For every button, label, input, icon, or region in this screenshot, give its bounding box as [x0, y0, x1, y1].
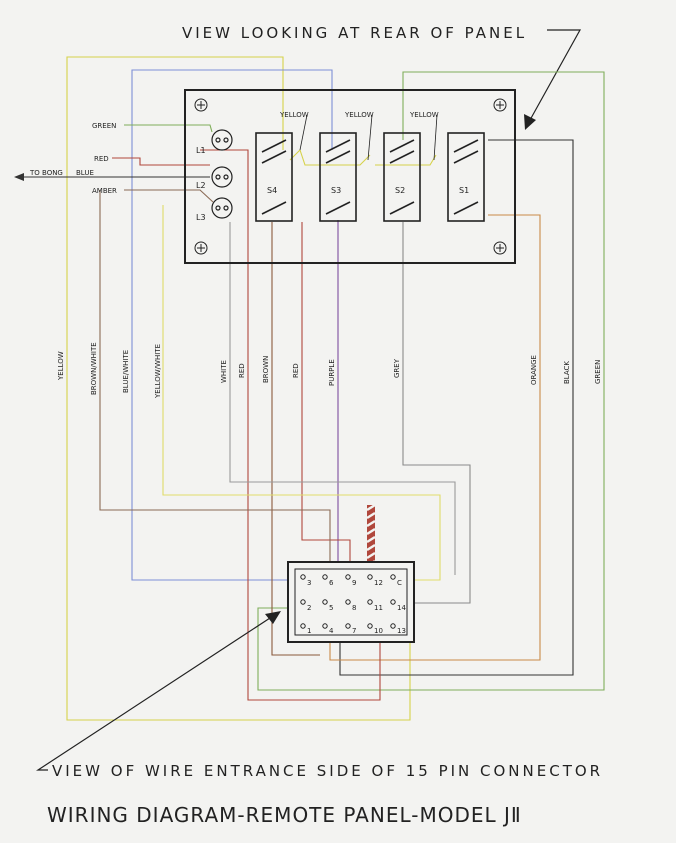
footer-leader-arrow [35, 611, 281, 771]
switch-s1 [447, 132, 485, 222]
cable-label-brown-white: BROWN/WHITE [90, 342, 98, 395]
wire-grey [392, 222, 471, 604]
pin-label-14: 14 [397, 604, 406, 612]
pin-label-7: 7 [352, 627, 356, 635]
switch-label-s2: S2 [395, 186, 405, 195]
jumper-leaders [299, 114, 438, 161]
lamp-label-l2: L2 [196, 181, 206, 190]
header-leader-arrow [524, 29, 582, 130]
wire-purple [337, 220, 358, 576]
lamp-group [211, 129, 233, 219]
lamp-label-l3: L3 [196, 213, 206, 222]
cable-label-red-1: RED [238, 363, 246, 378]
label-to-bong: TO BONG [29, 169, 63, 177]
wire-green [257, 71, 605, 691]
switch-s3 [319, 132, 357, 222]
wire-black [339, 139, 574, 676]
mounting-screws [194, 98, 507, 255]
lamp-label-l1: L1 [196, 146, 206, 155]
wire-red-1 [301, 222, 351, 575]
wire-blue [131, 69, 333, 581]
wire-yellow-white [162, 205, 441, 581]
pin-label-13: 13 [397, 627, 406, 635]
cable-label-purple: PURPLE [328, 359, 336, 386]
wire-brown-white [99, 190, 331, 575]
footer-note: VIEW OF WIRE ENTRANCE SIDE OF 15 PIN CON… [52, 762, 603, 780]
label-blue-short: BLUE [76, 169, 94, 177]
switch-s4 [255, 132, 293, 222]
pin-label-12: 12 [374, 579, 383, 587]
cable-label-black: BLACK [563, 361, 571, 384]
label-green: GREEN [92, 122, 116, 130]
panel-plate [184, 89, 516, 264]
cable-label-yellow-white: YELLOW/WHITE [154, 344, 162, 399]
jumper-label-3: YELLOW [409, 111, 439, 119]
pin-label-2: 2 [307, 604, 311, 612]
switch-label-s1: S1 [459, 186, 469, 195]
pin-label-11: 11 [374, 604, 383, 612]
wire-red-2 [200, 149, 381, 701]
connector-15-pin [287, 561, 415, 643]
pin-label-4: 4 [329, 627, 334, 635]
header-note: VIEW LOOKING AT REAR OF PANEL [182, 24, 527, 42]
wire-lamp-amber [124, 189, 214, 203]
cable-label-yellow: YELLOW [57, 351, 65, 381]
switch-label-s3: S3 [331, 186, 341, 195]
pin-label-c: C [397, 579, 402, 587]
pin-label-5: 5 [329, 604, 333, 612]
switch-label-s4: S4 [267, 186, 277, 195]
cable-label-brown: BROWN [262, 356, 270, 383]
cable-label-green: GREEN [594, 360, 602, 384]
wire-lamp-red [112, 157, 210, 166]
pin-label-6: 6 [329, 579, 334, 587]
cable-label-blue-white: BLUE/WHITE [122, 350, 130, 393]
to-bong-arrow [14, 173, 24, 181]
pin-label-9: 9 [352, 579, 356, 587]
pin-label-8: 8 [352, 604, 356, 612]
label-amber: AMBER [92, 187, 117, 195]
wire-yellow [66, 56, 411, 721]
wire-white [229, 222, 456, 575]
pin-label-10: 10 [374, 627, 383, 635]
jumper-label-1: YELLOW [279, 111, 309, 119]
diagram-title: WIRING DIAGRAM-REMOTE PANEL-MODEL JⅡ [47, 803, 522, 827]
cable-label-white: WHITE [220, 360, 228, 383]
pin-label-1: 1 [307, 627, 311, 635]
pin-label-3: 3 [307, 579, 311, 587]
cable-label-orange: ORANGE [530, 355, 538, 385]
label-red: RED [94, 155, 109, 163]
jumper-label-2: YELLOW [344, 111, 374, 119]
wire-lamp-green [124, 124, 213, 133]
cable-label-red-2: RED [292, 363, 300, 378]
switch-s2 [383, 132, 421, 222]
wire-brown [271, 222, 320, 656]
wire-orange [329, 214, 541, 661]
jumper-yellow-1 [289, 148, 371, 166]
cable-label-grey: GREY [393, 358, 401, 378]
